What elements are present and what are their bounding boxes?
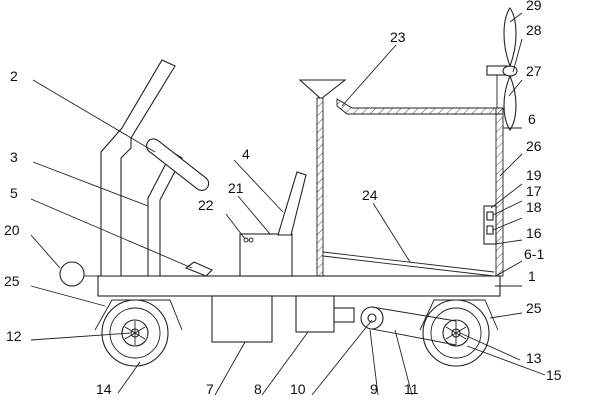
floor-line bbox=[322, 255, 495, 277]
label-12: 12 bbox=[6, 328, 22, 344]
label-11: 11 bbox=[404, 381, 419, 397]
label-24: 24 bbox=[362, 187, 378, 203]
control-box bbox=[239, 233, 293, 277]
steering-column bbox=[147, 151, 183, 277]
seat-back bbox=[277, 171, 307, 236]
label-5: 5 bbox=[10, 185, 18, 201]
label-3: 3 bbox=[10, 149, 18, 165]
rear-wheel bbox=[422, 299, 490, 367]
drive-pulley bbox=[360, 306, 384, 330]
label-2: 2 bbox=[10, 68, 18, 84]
fan-blade-top bbox=[503, 7, 517, 68]
drive-belt bbox=[371, 306, 457, 346]
label-25-left: 25 bbox=[4, 273, 20, 289]
label-9: 9 bbox=[370, 381, 378, 397]
battery-box bbox=[211, 295, 273, 343]
motor-mount bbox=[333, 307, 355, 323]
label-13: 13 bbox=[526, 350, 542, 366]
label-28: 28 bbox=[526, 22, 542, 38]
container-right-wall bbox=[495, 107, 504, 277]
sloped-floor bbox=[322, 251, 495, 273]
label-14: 14 bbox=[96, 381, 112, 397]
label-21: 21 bbox=[228, 180, 244, 196]
label-17: 17 bbox=[526, 183, 542, 199]
fan-blade-bottom bbox=[503, 74, 517, 131]
pedal bbox=[184, 261, 213, 277]
leader-lines bbox=[30, 12, 546, 396]
reference-labels: 2 3 5 20 25 12 14 7 8 10 9 11 15 13 25 1… bbox=[4, 0, 562, 397]
indicator-a bbox=[243, 237, 249, 243]
indicator-b bbox=[248, 237, 254, 243]
label-6: 6 bbox=[528, 111, 536, 127]
seat-frame bbox=[100, 59, 176, 277]
label-22: 22 bbox=[198, 197, 214, 213]
label-18: 18 bbox=[526, 199, 542, 215]
chassis-frame bbox=[97, 275, 501, 297]
hopper-inlet bbox=[298, 79, 347, 99]
container-top bbox=[336, 98, 504, 115]
sensor-b bbox=[486, 225, 494, 235]
label-20: 20 bbox=[4, 222, 20, 238]
label-8: 8 bbox=[254, 381, 262, 397]
label-16: 16 bbox=[526, 225, 542, 241]
label-15: 15 bbox=[546, 367, 562, 383]
motor-box bbox=[295, 295, 335, 333]
label-29: 29 bbox=[526, 0, 542, 13]
front-roller bbox=[59, 261, 85, 287]
container-left-wall bbox=[316, 97, 324, 277]
front-wheel bbox=[101, 299, 169, 367]
label-6-1: 6-1 bbox=[524, 246, 544, 262]
sensor-a bbox=[486, 211, 494, 221]
label-10: 10 bbox=[290, 381, 306, 397]
label-26: 26 bbox=[526, 138, 542, 154]
label-4: 4 bbox=[242, 146, 250, 162]
label-23: 23 bbox=[390, 29, 406, 45]
steering-handle bbox=[146, 138, 210, 192]
label-25-right: 25 bbox=[526, 300, 542, 316]
label-7: 7 bbox=[206, 381, 214, 397]
label-27: 27 bbox=[526, 63, 542, 79]
label-1: 1 bbox=[528, 268, 536, 284]
label-19: 19 bbox=[526, 167, 542, 183]
